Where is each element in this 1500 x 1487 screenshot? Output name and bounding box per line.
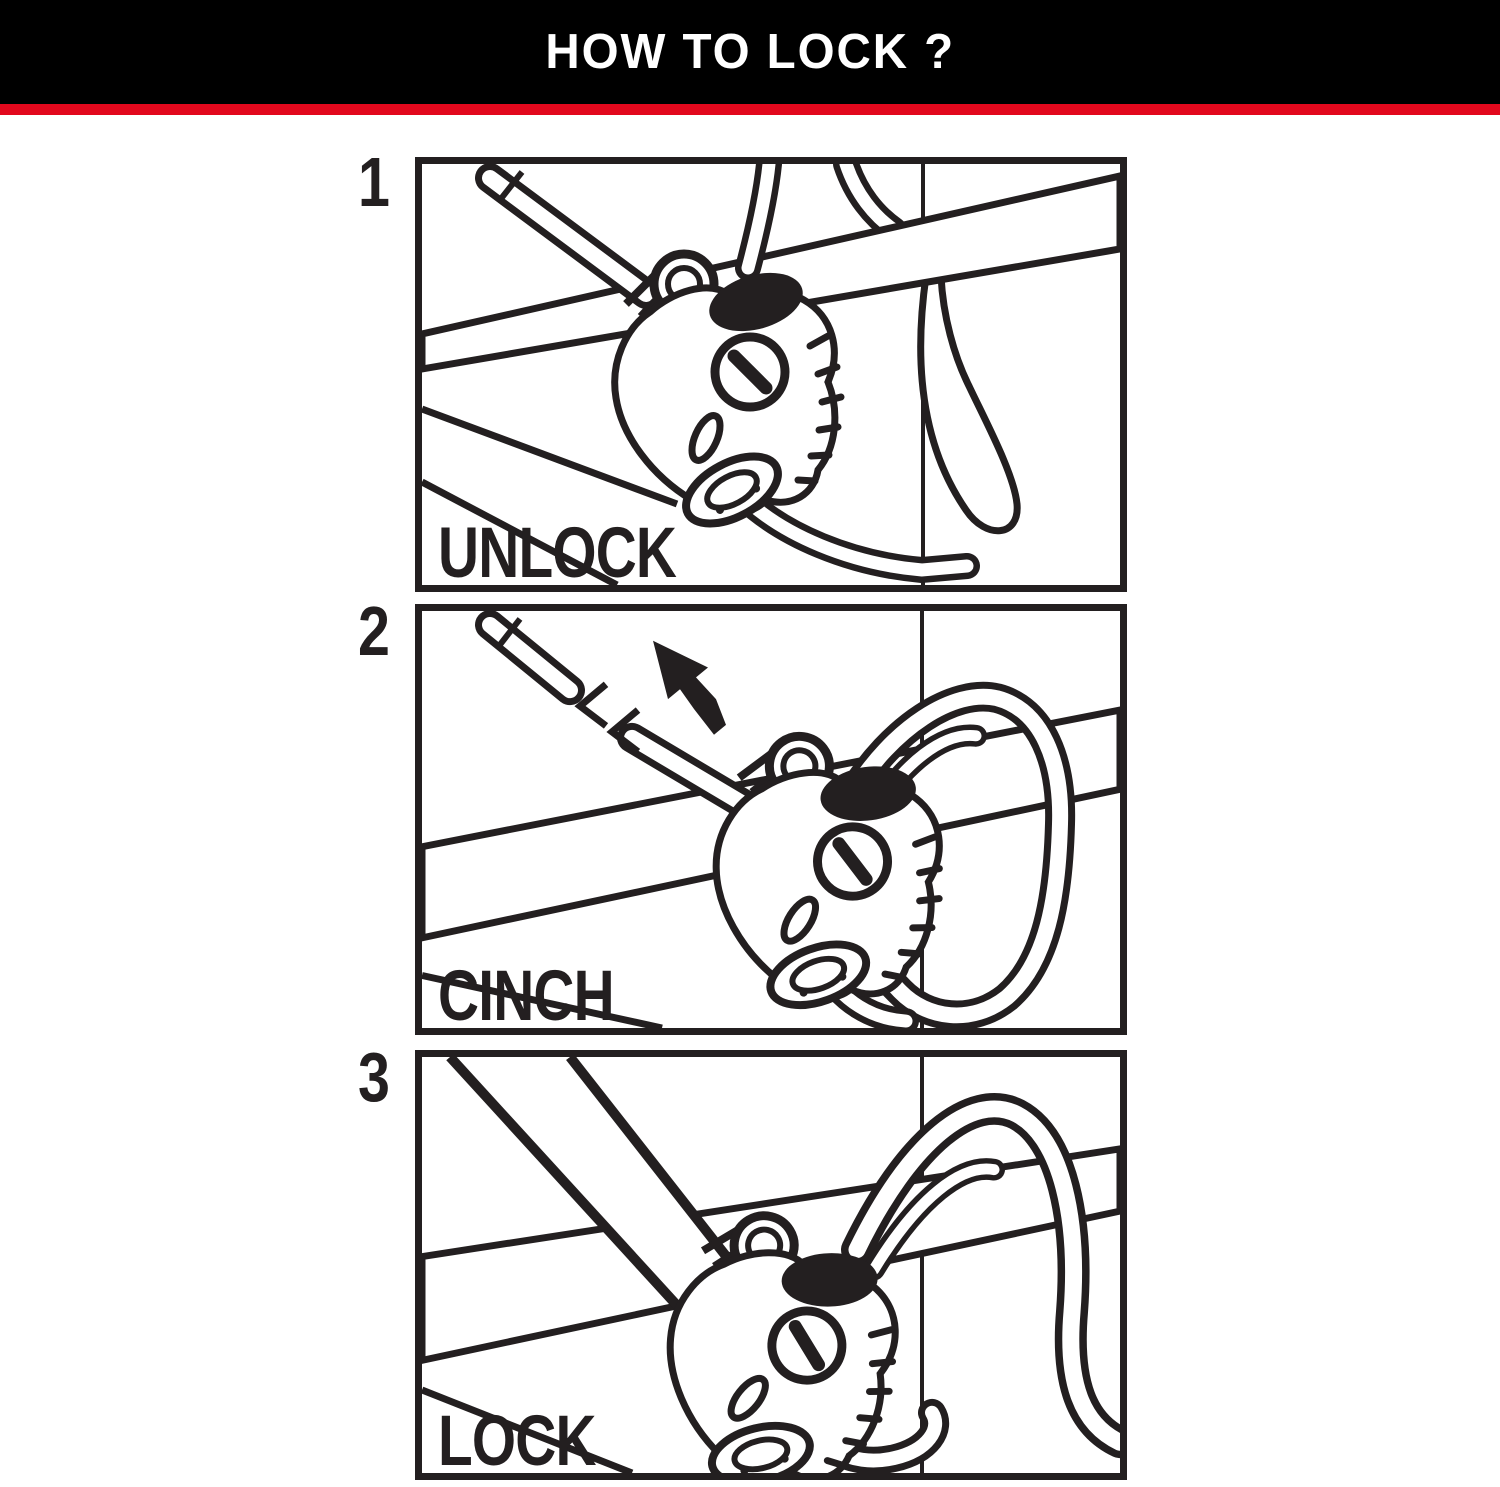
- step-number-2: 2: [358, 592, 390, 670]
- step-label-cinch: CINCH: [438, 956, 615, 1036]
- page-header: HOW TO LOCK ?: [0, 0, 1500, 104]
- step-panel-lock: LOCK: [415, 1050, 1127, 1480]
- page-title: HOW TO LOCK ?: [545, 25, 955, 79]
- step-label-lock: LOCK: [438, 1401, 597, 1481]
- motion-break-mark: [574, 681, 609, 729]
- frame-tube: [450, 1057, 752, 1322]
- illustration-lock: [422, 1057, 1120, 1473]
- cable-loop: [917, 272, 1021, 535]
- red-accent-stripe: [0, 104, 1500, 115]
- illustration-cinch: [422, 611, 1120, 1028]
- illustration-unlock: [422, 164, 1120, 585]
- step-panel-unlock: UNLOCK: [415, 157, 1127, 592]
- motion-break-mark: [606, 707, 641, 755]
- rack-rail: [422, 172, 1120, 373]
- up-left-arrow-icon: [653, 640, 726, 735]
- step-number-1: 1: [358, 143, 390, 221]
- step-number-3: 3: [358, 1038, 390, 1116]
- step-panel-cinch: CINCH: [415, 604, 1127, 1035]
- step-label-unlock: UNLOCK: [438, 513, 677, 593]
